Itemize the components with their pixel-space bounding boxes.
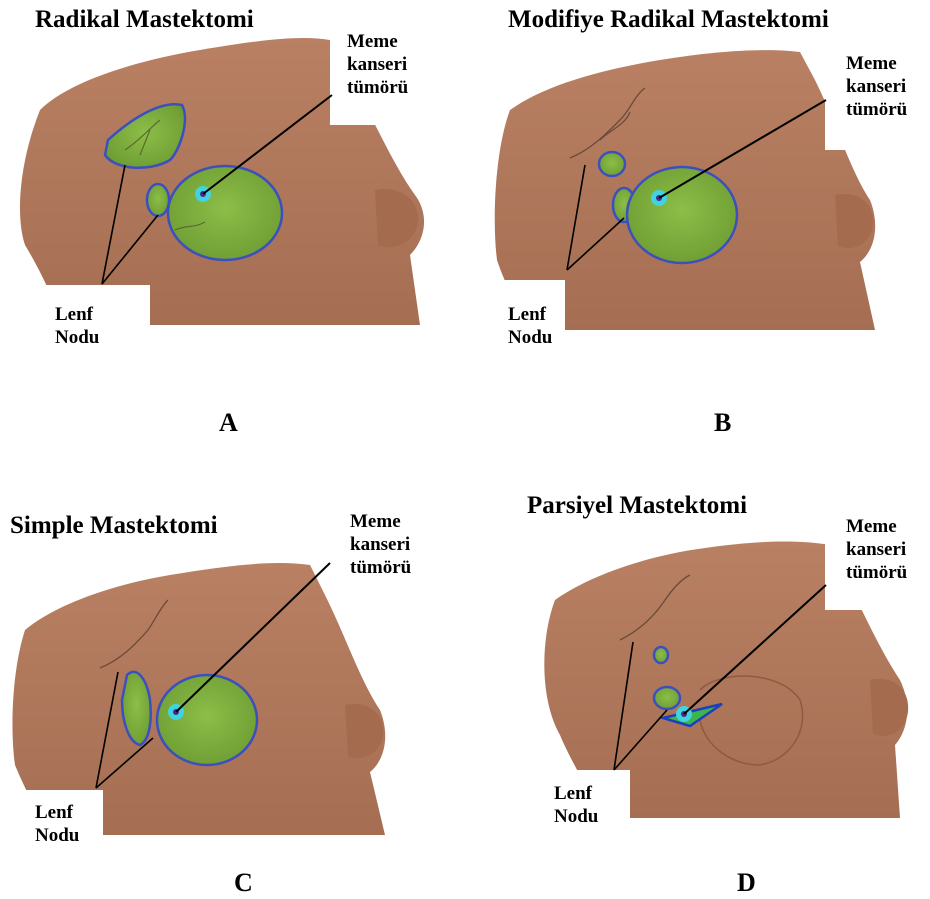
- panel-b-letter: B: [714, 408, 731, 438]
- panel-d-letter: D: [737, 868, 756, 898]
- excision-breast-b: [627, 167, 737, 263]
- panel-d-node-label: Lenf Nodu: [554, 782, 598, 828]
- panel-d-title: Parsiyel Mastektomi: [527, 492, 747, 520]
- panel-a-letter: A: [219, 408, 238, 438]
- excision-upper-node-b: [599, 152, 625, 176]
- panel-b-title: Modifiye Radikal Mastektomi: [508, 6, 829, 34]
- excision-breast-c: [157, 675, 257, 765]
- panel-a-tumor-label: Meme kanseri tümörü: [347, 30, 408, 99]
- panel-b-tumor-label: Meme kanseri tümörü: [846, 52, 907, 121]
- panel-c-letter: C: [234, 868, 253, 898]
- excision-node-a: [147, 184, 169, 216]
- excision-breast-a: [168, 166, 282, 260]
- panel-b-node-label: Lenf Nodu: [508, 303, 552, 349]
- panel-d-tumor-label: Meme kanseri tümörü: [846, 515, 907, 584]
- panel-c-tumor-label: Meme kanseri tümörü: [350, 510, 411, 579]
- panel-c-node-label: Lenf Nodu: [35, 801, 79, 847]
- panel-a-title: Radikal Mastektomi: [35, 6, 254, 34]
- panel-a-node-label: Lenf Nodu: [55, 303, 99, 349]
- excision-node-d: [654, 687, 680, 709]
- panel-c-title: Simple Mastektomi: [10, 512, 218, 540]
- excision-upper-node-d: [654, 647, 668, 663]
